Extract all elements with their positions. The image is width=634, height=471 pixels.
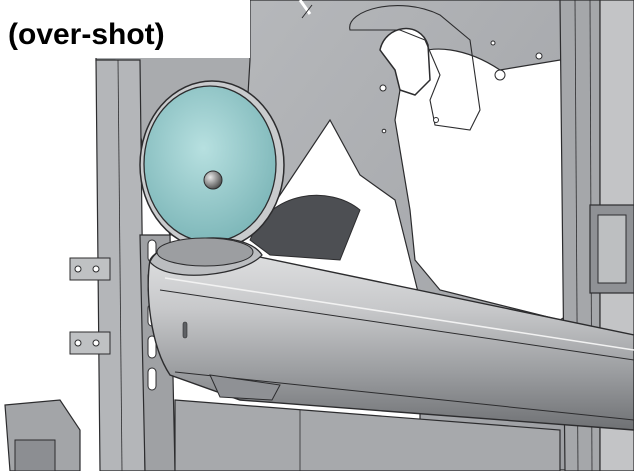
disc-bolt — [203, 170, 223, 190]
side-tab — [69, 331, 111, 355]
plate-hole — [379, 84, 387, 92]
caption-label: (over-shot) — [0, 0, 250, 58]
side-tab — [69, 257, 111, 281]
plate-hole — [494, 69, 506, 81]
tube-support — [209, 374, 281, 401]
plate-hole — [490, 40, 496, 46]
tube-slot — [182, 321, 188, 339]
hook-slot — [379, 28, 431, 96]
plate-hole — [381, 128, 387, 134]
post-slot — [147, 367, 157, 391]
disc — [143, 85, 277, 243]
hook-arm — [349, 5, 481, 131]
plate-hole — [433, 117, 439, 123]
lower-plate — [174, 399, 561, 471]
plate-hole — [535, 52, 543, 60]
post-slot — [147, 335, 157, 359]
